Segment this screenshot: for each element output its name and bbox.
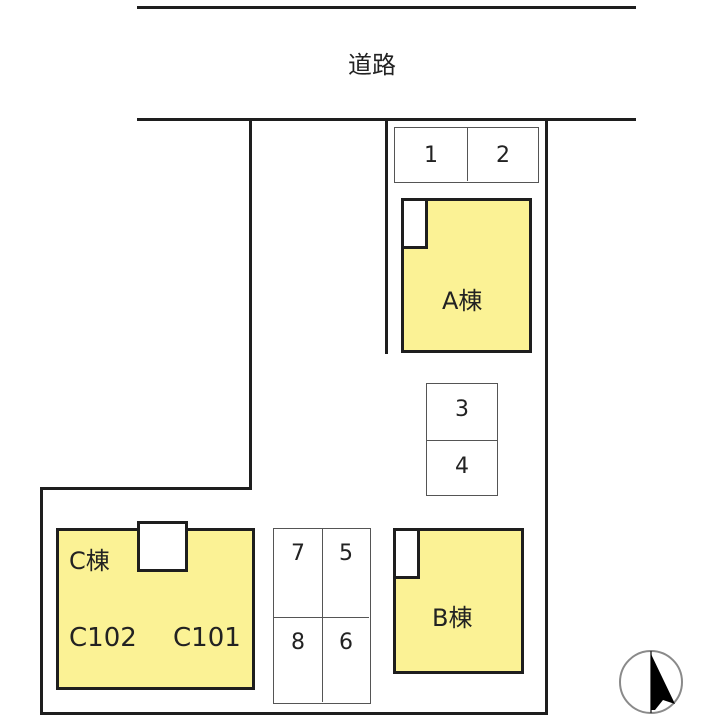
parking-number: 7 (291, 541, 305, 566)
lot-wall-right (545, 118, 548, 715)
building-a-label: A棟 (442, 287, 483, 315)
lot-wall-inner-left (249, 118, 252, 490)
parking-number: 3 (455, 397, 469, 422)
building-c-label: C棟 (69, 547, 110, 575)
unit-c101: C101 (173, 623, 241, 653)
parking-space-4: 4 (427, 440, 497, 495)
parking-column-middle: 3 4 (426, 383, 498, 496)
parking-number: 8 (291, 630, 305, 655)
parking-number: 4 (455, 454, 469, 479)
building-b: B棟 (393, 528, 524, 674)
parking-space-1: 1 (395, 128, 467, 181)
lot-wall-left (40, 487, 43, 715)
parking-space-3: 3 (427, 384, 497, 440)
parking-space-6: 6 (322, 617, 369, 702)
lot-wall-step (40, 487, 252, 490)
parking-number: 5 (339, 541, 353, 566)
road-edge-top (137, 6, 636, 9)
parking-row-top: 1 2 (394, 127, 539, 183)
lot-divider-a (385, 118, 388, 354)
parking-grid-bottom: 7 5 8 6 (273, 528, 371, 704)
building-c: C棟 C102 C101 (56, 521, 255, 690)
lot-wall-bottom (40, 712, 548, 715)
parking-number: 1 (424, 143, 438, 168)
parking-space-8: 8 (274, 617, 322, 702)
parking-space-7: 7 (274, 529, 322, 617)
parking-space-2: 2 (467, 128, 538, 181)
building-b-label: B棟 (432, 604, 473, 632)
building-a: A棟 (401, 198, 532, 353)
road-label: 道路 (348, 51, 396, 79)
unit-c102: C102 (69, 623, 137, 653)
parking-space-5: 5 (322, 529, 369, 617)
north-arrow-icon (617, 648, 685, 716)
building-a-entrance (401, 198, 428, 249)
building-c-entrance (137, 521, 188, 572)
parking-number: 2 (496, 143, 510, 168)
parking-number: 6 (339, 630, 353, 655)
building-b-entrance (393, 528, 420, 579)
